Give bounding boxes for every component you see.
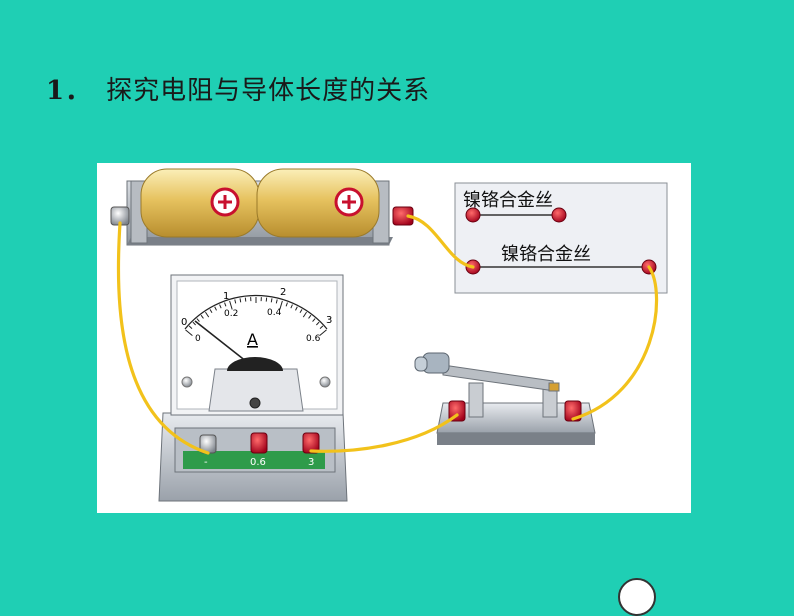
slide-title: 1． 探究电阻与导体长度的关系	[46, 70, 430, 107]
terminal-label-3: 3	[308, 457, 314, 468]
title-number: 1．	[46, 76, 92, 106]
title-text: 探究电阻与导体长度的关系	[106, 76, 430, 106]
battery-cell-left	[141, 169, 259, 237]
ammeter-0.6-terminal[interactable]	[251, 433, 267, 453]
switch-blade[interactable]	[443, 365, 555, 391]
battery-holder	[111, 169, 413, 245]
circuit-diagram: 镍铬合金丝 镍铬合金丝 0 1 2 3 0	[97, 163, 691, 513]
zero-adjust-screw[interactable]	[250, 398, 260, 408]
screw-icon	[182, 377, 192, 387]
scale-top-label: 2	[280, 287, 286, 298]
switch-handle[interactable]	[415, 353, 449, 373]
scale-bottom-label: 0	[195, 334, 201, 344]
corner-logo-icon	[618, 578, 656, 616]
terminal-label-negative: -	[204, 457, 208, 468]
scale-bottom-label: 0.6	[306, 334, 321, 344]
knife-switch[interactable]	[415, 353, 595, 445]
short-wire-left-terminal[interactable]	[466, 208, 480, 222]
short-wire-label: 镍铬合金丝	[463, 190, 553, 211]
battery-cell-right	[257, 169, 379, 237]
ammeter-unit-label: A	[247, 330, 258, 349]
circuit-svg: 镍铬合金丝 镍铬合金丝 0 1 2 3 0	[97, 163, 691, 513]
screw-icon	[320, 377, 330, 387]
resistance-wire-board: 镍铬合金丝 镍铬合金丝	[455, 183, 667, 293]
ammeter: 0 1 2 3 0 0.2 0.4 0.6 A	[159, 275, 347, 501]
scale-bottom-label: 0.4	[267, 308, 282, 318]
scale-tick	[271, 298, 272, 302]
terminal-label-0.6: 0.6	[250, 457, 266, 468]
short-wire-right-terminal[interactable]	[552, 208, 566, 222]
scale-top-label: 3	[326, 315, 332, 326]
long-wire-label: 镍铬合金丝	[501, 244, 591, 265]
scale-top-label: 1	[223, 291, 229, 302]
scale-bottom-label: 0.2	[224, 309, 238, 319]
scale-tick	[240, 298, 241, 302]
scale-top-label: 0	[181, 317, 187, 328]
